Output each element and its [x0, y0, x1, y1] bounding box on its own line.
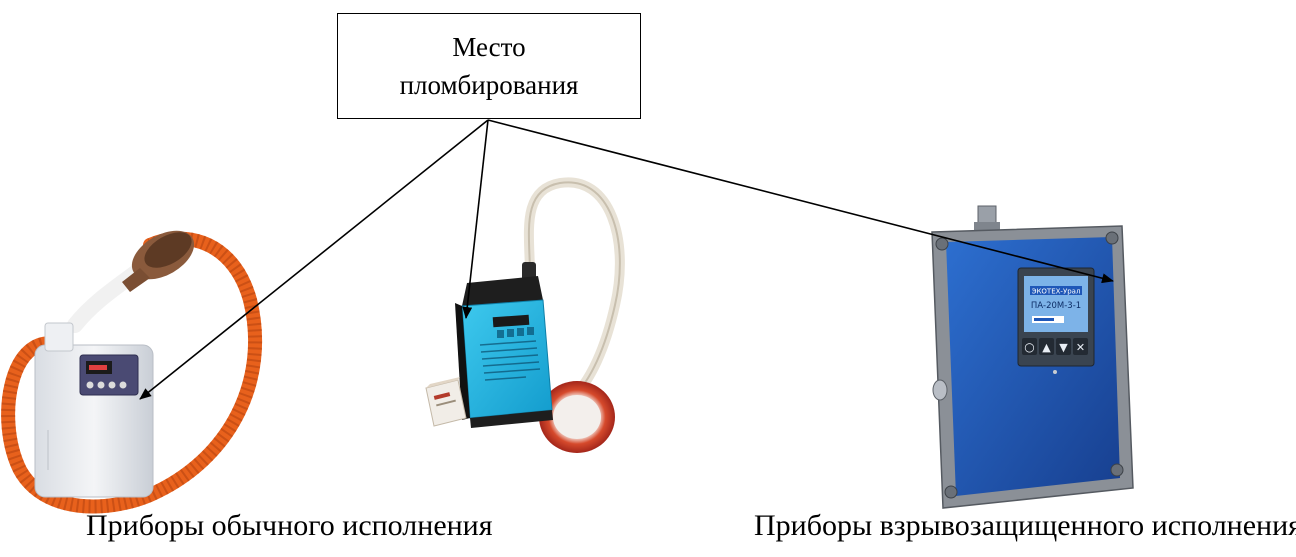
callout-line-1: Место — [452, 32, 526, 62]
small-battery-box — [425, 377, 467, 427]
device3-cancel-button: ✕ — [1076, 341, 1085, 354]
device3-model: ПА-20М-3-1 — [1031, 301, 1081, 311]
callout-line-2: пломбирования — [399, 70, 579, 100]
arrow-to-white-unit — [139, 119, 489, 400]
device-regular-white-unit — [1, 230, 263, 514]
device3-ok-button: ○ — [1024, 340, 1034, 354]
device3-button-row: ○ ▲ ▼ ✕ — [1022, 338, 1088, 355]
caption-explosion-proof-devices: Приборы взрывозащищенного исполнения — [754, 509, 1296, 542]
device3-brand: ЭКОТЕХ-Урал — [1032, 288, 1081, 296]
sealing-place-callout: Место пломбирования — [337, 13, 641, 119]
device3-up-button: ▲ — [1042, 341, 1051, 354]
funnel — [122, 230, 195, 292]
arrow-to-handheld — [462, 119, 489, 319]
device3-down-button: ▼ — [1059, 341, 1068, 354]
pointer-arrows — [139, 119, 1114, 400]
arrow-to-explosion-proof — [487, 119, 1114, 284]
caption-regular-devices: Приборы обычного исполнения — [86, 509, 493, 542]
device-regular-handheld — [425, 177, 625, 453]
device-explosion-proof: ЭКОТЕХ-Урал ПА-20М-3-1 ○ ▲ ▼ ✕ — [931, 205, 1134, 509]
